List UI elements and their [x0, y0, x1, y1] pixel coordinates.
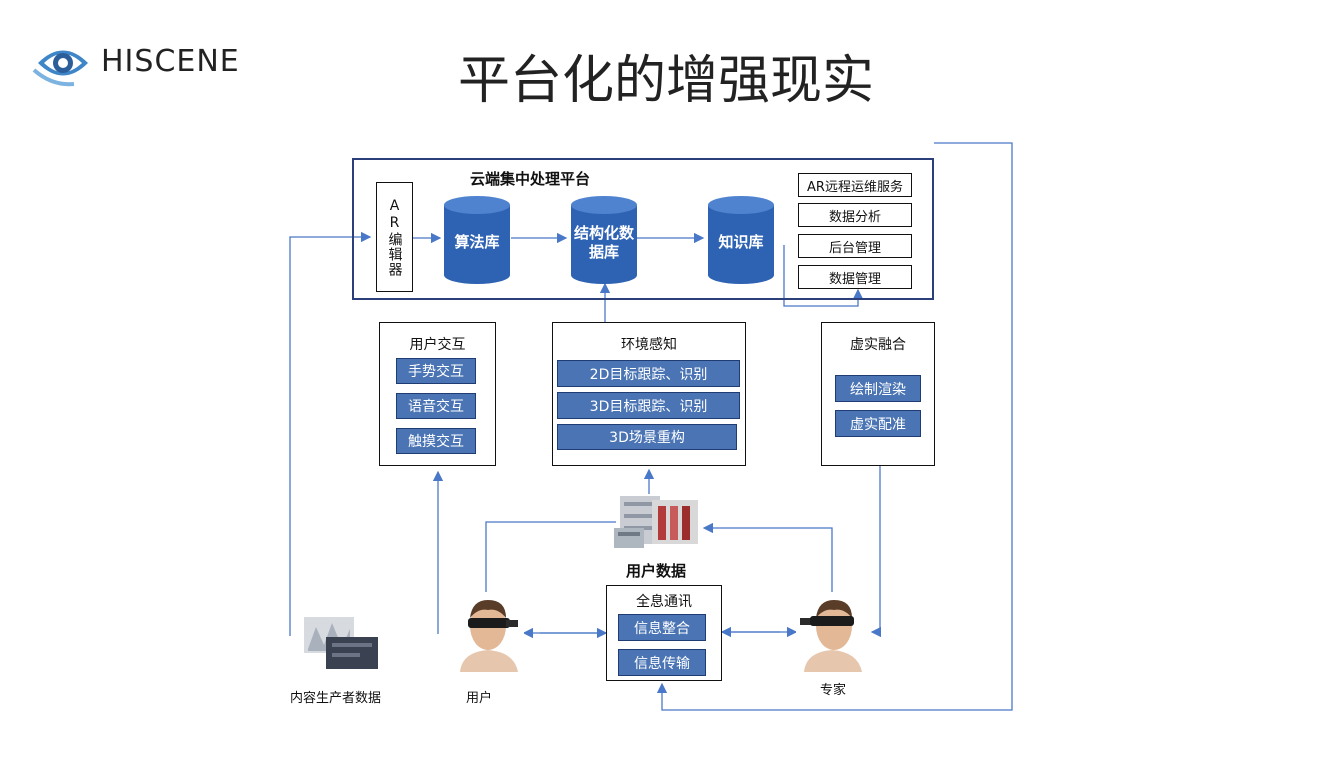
knowledge-db-cylinder: 知识库: [706, 195, 776, 285]
info-transmission-item: 信息传输: [618, 649, 706, 676]
content-producer-image: [302, 615, 380, 671]
registration-item: 虚实配准: [835, 410, 921, 437]
structured-db-label: 结构化数据库: [573, 224, 634, 261]
gesture-interaction-item: 手势交互: [396, 358, 476, 384]
service-data-analysis: 数据分析: [798, 203, 912, 227]
ar-editor-box: AR编辑器: [376, 182, 413, 292]
service-ar-remote-ops: AR远程运维服务: [798, 173, 912, 197]
holographic-comm-title: 全息通讯: [636, 594, 692, 610]
scene-reconstruction-item: 3D场景重构: [557, 424, 737, 450]
virtual-real-fusion-title: 虚实融合: [850, 337, 906, 353]
tracking-2d-item: 2D目标跟踪、识别: [557, 360, 740, 387]
logo-text: HISCENE: [101, 44, 240, 79]
rendering-item: 绘制渲染: [835, 375, 921, 402]
tracking-3d-item: 3D目标跟踪、识别: [557, 392, 740, 419]
expert-avatar: [796, 592, 868, 672]
algorithm-db-cylinder: 算法库: [442, 195, 512, 285]
user-interaction-title: 用户交互: [409, 337, 466, 353]
touch-interaction-item: 触摸交互: [396, 428, 476, 454]
info-integration-item: 信息整合: [618, 614, 706, 641]
service-data-mgmt: 数据管理: [798, 265, 912, 289]
user-data-image: [614, 492, 704, 552]
ar-editor-label: AR编辑器: [386, 197, 403, 277]
voice-interaction-item: 语音交互: [396, 393, 476, 419]
cloud-platform-title: 云端集中处理平台: [470, 170, 591, 188]
user-avatar: [452, 594, 524, 672]
knowledge-db-label: 知识库: [718, 233, 764, 251]
cloud-platform-frame: [352, 158, 934, 300]
user-caption: 用户: [466, 691, 493, 706]
structured-db-cylinder: 结构化数据库: [569, 195, 639, 285]
environment-perception-title: 环境感知: [621, 337, 677, 353]
service-backend-mgmt: 后台管理: [798, 234, 912, 258]
hiscene-logo-icon: [32, 36, 94, 90]
page-title: 平台化的增强现实: [458, 51, 875, 111]
user-data-caption: 用户数据: [625, 562, 686, 580]
expert-caption: 专家: [820, 683, 847, 698]
content-producer-caption: 内容生产者数据: [290, 691, 382, 706]
algorithm-db-label: 算法库: [454, 233, 500, 251]
